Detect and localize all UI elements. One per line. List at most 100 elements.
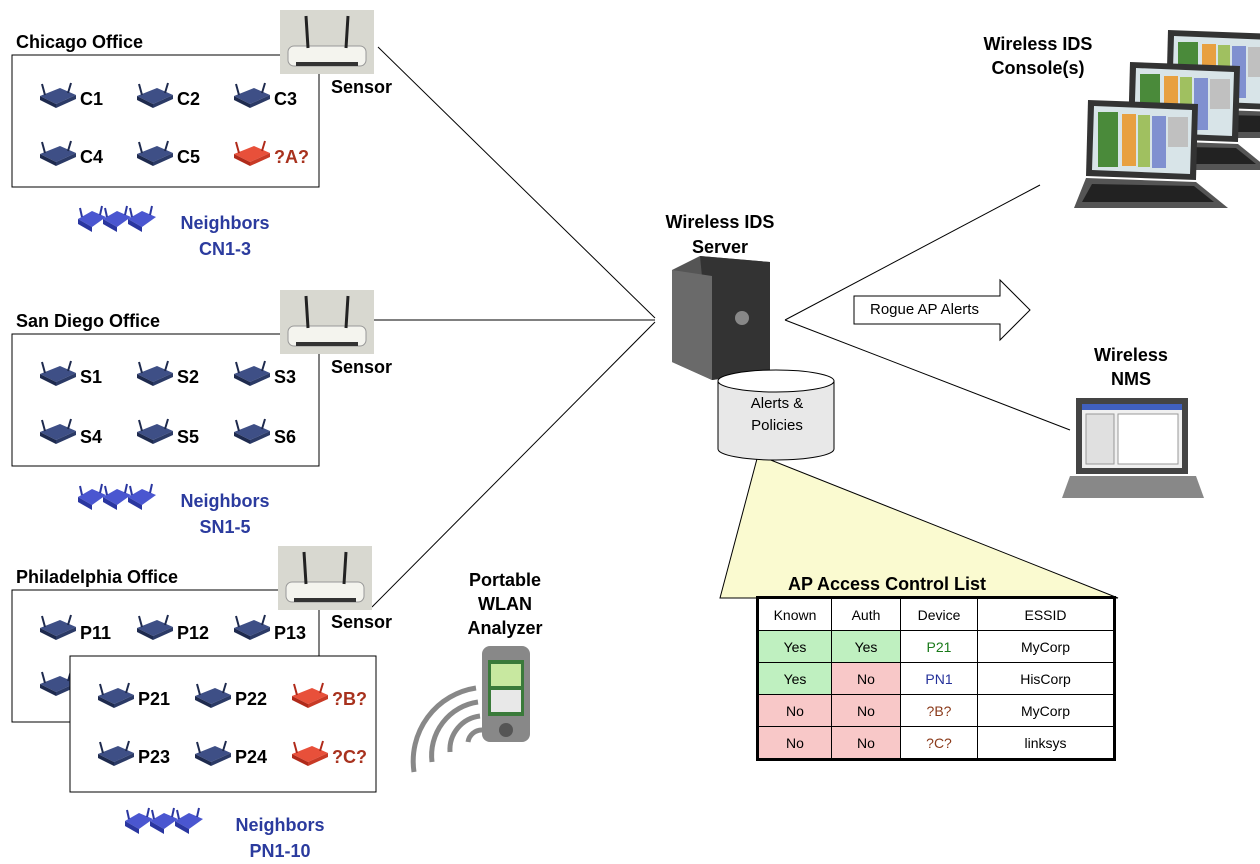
- acl-row: Yes No PN1 HisCorp: [757, 662, 1115, 695]
- ap-label: P22: [235, 689, 268, 709]
- neighbors-range: PN1-10: [249, 841, 311, 861]
- acl-header-cell: Known: [757, 597, 832, 631]
- acl-cell-known: No: [757, 726, 832, 760]
- ap-label: C3: [274, 89, 298, 109]
- acl-cell-known: Yes: [757, 662, 832, 695]
- acl-table: Known Auth Device ESSID Yes Yes P21 MyCo…: [756, 596, 1116, 761]
- ap-label: S4: [80, 427, 103, 447]
- sensor-icon: [278, 8, 376, 76]
- acl-row: Yes Yes P21 MyCorp: [757, 630, 1115, 663]
- rogue-ap-label: ?A?: [274, 147, 309, 167]
- neighbor-ap-icon: [127, 483, 157, 511]
- database-label: Alerts & Policies: [724, 393, 830, 437]
- ap-label: S2: [177, 367, 200, 387]
- ap-label: C4: [80, 147, 104, 167]
- sensor-icon: [278, 288, 376, 356]
- consoles-label-line: Wireless IDS: [983, 34, 1093, 54]
- ap-label: P23: [138, 747, 171, 767]
- ap-label: C5: [177, 147, 201, 167]
- ap-label: S1: [80, 367, 103, 387]
- office-title-philadelphia: Philadelphia Office: [16, 567, 179, 587]
- ap-label: S3: [274, 367, 297, 387]
- neighbor-ap-icon: [77, 483, 107, 511]
- office-title-chicago: Chicago Office: [16, 32, 144, 52]
- neighbor-ap-icon: [77, 205, 107, 233]
- acl-cell-auth: No: [831, 662, 901, 695]
- alert-arrow-label: Rogue AP Alerts: [870, 301, 979, 318]
- acl-cell-essid: MyCorp: [977, 630, 1115, 663]
- acl-cell-known: No: [757, 694, 832, 727]
- neighbor-ap-icon: [102, 205, 132, 233]
- acl-cell-essid: HisCorp: [977, 662, 1115, 695]
- neighbors-label: Neighbors SN1-5: [170, 488, 280, 540]
- neighbors-label: Neighbors PN1-10: [220, 812, 340, 864]
- acl-row: No No ?C? linksys: [757, 726, 1115, 760]
- neighbors-label: Neighbors CN1-3: [170, 210, 280, 262]
- server-icon: [672, 256, 770, 380]
- ap-label: S6: [274, 427, 297, 447]
- acl-cell-auth: No: [831, 726, 901, 760]
- acl-cell-auth: No: [831, 694, 901, 727]
- neighbors-heading: Neighbors: [180, 213, 270, 233]
- nms-label: Wireless NMS: [1076, 343, 1186, 391]
- neighbors-range: CN1-3: [198, 239, 251, 259]
- acl-row: No No ?B? MyCorp: [757, 694, 1115, 727]
- server-label-line: Wireless IDS: [665, 212, 775, 232]
- neighbor-ap-icon: [127, 205, 157, 233]
- sandiego-office-box: [11, 333, 320, 467]
- neighbor-ap-icon: [102, 483, 132, 511]
- ap-label: C2: [177, 89, 201, 109]
- rogue-ap-label: ?C?: [332, 747, 367, 767]
- connection-lines: [371, 46, 1071, 608]
- ap-label: C1: [80, 89, 104, 109]
- database-icon: [717, 369, 835, 461]
- neighbors-range: SN1-5: [199, 517, 251, 537]
- consoles-label: Wireless IDS Console(s): [968, 32, 1108, 80]
- ap-label: P13: [274, 623, 307, 643]
- acl-cell-device: ?B?: [900, 694, 978, 727]
- neighbor-ap-icon: [149, 807, 179, 835]
- chicago-office-box: [11, 54, 320, 188]
- acl-cell-auth: Yes: [831, 630, 901, 663]
- rogue-ap-label: ?B?: [332, 689, 367, 709]
- sensor-label: Sensor: [331, 357, 393, 377]
- signal-waves-icon: [410, 685, 483, 773]
- acl-title: AP Access Control List: [788, 574, 987, 594]
- nms-label-line: Wireless: [1094, 345, 1168, 365]
- acl-cell-device: ?C?: [900, 726, 978, 760]
- nms-laptop-icon: [1062, 398, 1204, 498]
- neighbors-heading: Neighbors: [235, 815, 325, 835]
- acl-header-cell: ESSID: [977, 597, 1115, 631]
- ap-label: P12: [177, 623, 210, 643]
- acl-cell-essid: MyCorp: [977, 694, 1115, 727]
- sensor-label: Sensor: [331, 77, 393, 97]
- ap-label: P24: [235, 747, 268, 767]
- server-label: Wireless IDS Server: [640, 210, 800, 260]
- acl-header-cell: Auth: [831, 597, 901, 631]
- nms-label-line: NMS: [1111, 369, 1151, 389]
- analyzer-label-line: Portable: [468, 570, 542, 590]
- philadelphia-inner-box: [69, 655, 377, 793]
- sensor-label: Sensor: [331, 612, 393, 632]
- acl-cell-known: Yes: [757, 630, 832, 663]
- analyzer-label-line: Analyzer: [467, 618, 543, 638]
- analyzer-label: Portable WLAN Analyzer: [450, 568, 560, 640]
- acl-header-cell: Device: [900, 597, 978, 631]
- analyzer-label-line: WLAN: [478, 594, 532, 614]
- ap-label: S5: [177, 427, 200, 447]
- database-label-line: Alerts &: [750, 395, 804, 412]
- acl-header-row: Known Auth Device ESSID: [757, 597, 1115, 631]
- sensor-icon: [276, 544, 374, 612]
- neighbors-heading: Neighbors: [180, 491, 270, 511]
- office-title-sandiego: San Diego Office: [16, 311, 161, 331]
- consoles-label-line: Console(s): [991, 58, 1085, 78]
- acl-cell-essid: linksys: [977, 726, 1115, 760]
- acl-cell-device: PN1: [900, 662, 978, 695]
- ap-label: P11: [80, 623, 112, 643]
- pda-icon: [482, 646, 530, 742]
- server-label-line: Server: [691, 237, 749, 257]
- acl-cell-device: P21: [900, 630, 978, 663]
- neighbor-ap-icon: [124, 807, 154, 835]
- ap-label: P21: [138, 689, 171, 709]
